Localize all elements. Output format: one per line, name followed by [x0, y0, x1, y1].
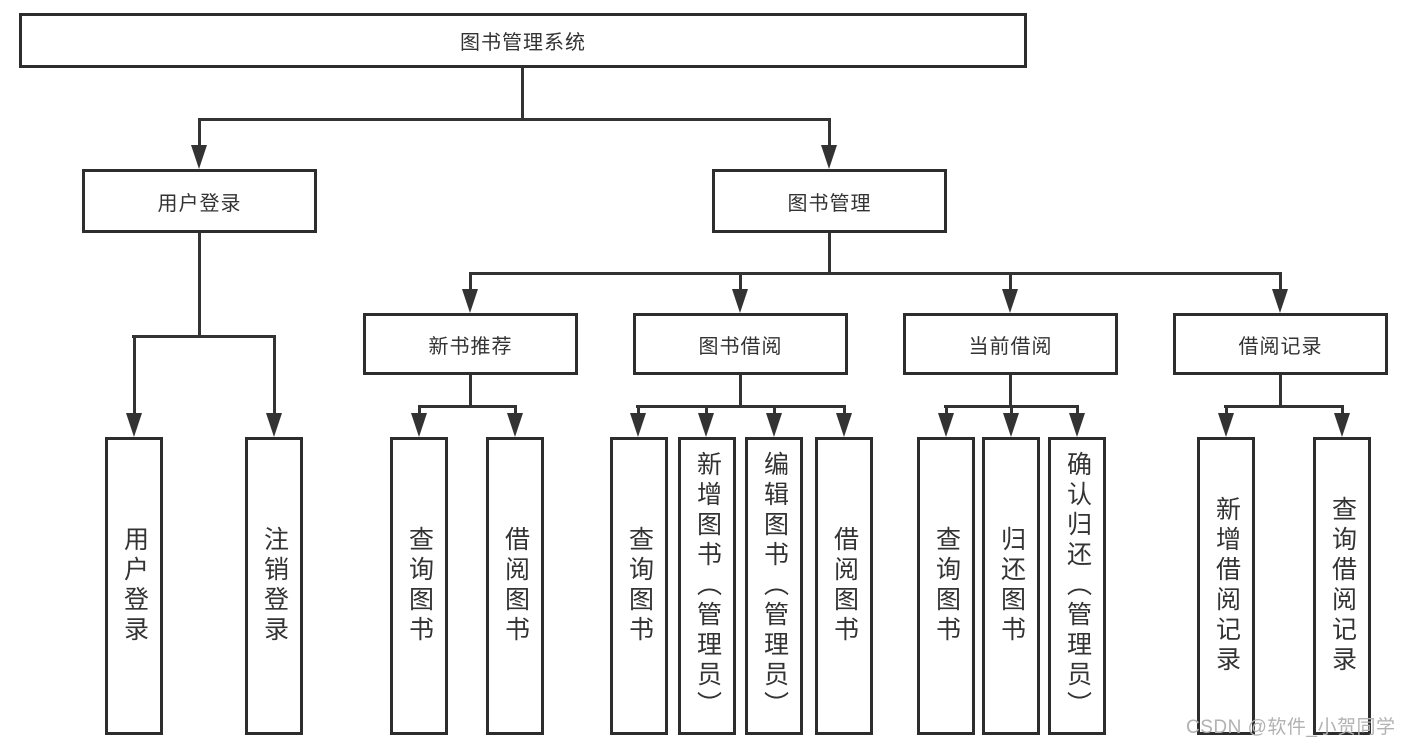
leaf-confirm-return-admin: 确认归还（管理员）	[1048, 437, 1106, 735]
arrow-down-icon	[630, 413, 646, 437]
leaf-borrow-books-recommend: 借阅图书	[486, 437, 544, 735]
watermark: CSDN @软件_小贺同学	[1186, 717, 1396, 738]
leaf-logout: 注销登录	[245, 437, 303, 735]
node-library-system: 图书管理系统	[19, 13, 1027, 68]
connector-line	[843, 405, 846, 417]
connector-line	[1225, 405, 1228, 417]
connector-line	[418, 405, 421, 417]
arrow-down-icon	[1334, 413, 1350, 437]
connector-line	[739, 272, 742, 292]
arrow-down-icon	[766, 413, 782, 437]
connector-line	[828, 233, 831, 275]
arrow-down-icon	[266, 413, 282, 437]
connector-line	[521, 68, 524, 121]
connector-line	[705, 405, 708, 417]
leaf-add-book-admin: 新增图书（管理员）	[678, 437, 736, 735]
leaf-borrow-books: 借阅图书	[815, 437, 873, 735]
connector-line	[418, 405, 517, 408]
leaf-user-login: 用户登录	[105, 437, 163, 735]
leaf-query-borrow-record: 查询借阅记录	[1313, 437, 1371, 735]
connector-line	[198, 118, 201, 146]
arrow-down-icon	[507, 413, 523, 437]
connector-line	[132, 335, 276, 338]
node-book-borrow: 图书借阅	[633, 313, 848, 375]
connector-line	[828, 118, 831, 146]
connector-line	[773, 405, 776, 417]
node-book-management: 图书管理	[712, 169, 947, 233]
connector-line	[514, 405, 517, 417]
arrow-down-icon	[126, 413, 142, 437]
leaf-edit-book-admin: 编辑图书（管理员）	[745, 437, 803, 735]
connector-line	[739, 375, 742, 408]
connector-line	[273, 335, 276, 415]
connector-line	[1009, 375, 1012, 408]
connector-line	[1010, 405, 1013, 417]
arrow-down-icon	[1272, 289, 1288, 313]
connector-line	[198, 118, 831, 121]
node-new-book-recommend: 新书推荐	[363, 313, 578, 375]
arrow-down-icon	[732, 289, 748, 313]
arrow-down-icon	[1003, 413, 1019, 437]
connector-line	[1224, 405, 1344, 408]
leaf-query-books-borrow: 查询图书	[610, 437, 668, 735]
arrow-down-icon	[1069, 413, 1085, 437]
connector-line	[469, 272, 472, 292]
connector-line	[945, 405, 948, 417]
connector-line	[1279, 272, 1282, 292]
arrow-down-icon	[191, 145, 207, 169]
leaf-return-book: 归还图书	[982, 437, 1040, 735]
connector-line	[133, 335, 136, 415]
arrow-down-icon	[411, 413, 427, 437]
connector-line	[198, 233, 201, 338]
arrow-down-icon	[821, 145, 837, 169]
arrow-down-icon	[836, 413, 852, 437]
connector-line	[1009, 272, 1012, 292]
leaf-add-borrow-record: 新增借阅记录	[1197, 437, 1255, 735]
arrow-down-icon	[462, 289, 478, 313]
leaf-query-books-recommend: 查询图书	[390, 437, 448, 735]
connector-line	[1341, 405, 1344, 417]
node-user-login: 用户登录	[82, 169, 317, 233]
arrow-down-icon	[1218, 413, 1234, 437]
leaf-query-books-current: 查询图书	[917, 437, 975, 735]
connector-line	[469, 375, 472, 408]
connector-line	[636, 405, 846, 408]
connector-line	[1076, 405, 1079, 417]
node-borrow-records: 借阅记录	[1173, 313, 1388, 375]
arrow-down-icon	[938, 413, 954, 437]
node-current-borrow: 当前借阅	[903, 313, 1118, 375]
connector-line	[637, 405, 640, 417]
connector-line	[469, 272, 1282, 275]
connector-line	[1279, 375, 1282, 408]
arrow-down-icon	[698, 413, 714, 437]
arrow-down-icon	[1002, 289, 1018, 313]
